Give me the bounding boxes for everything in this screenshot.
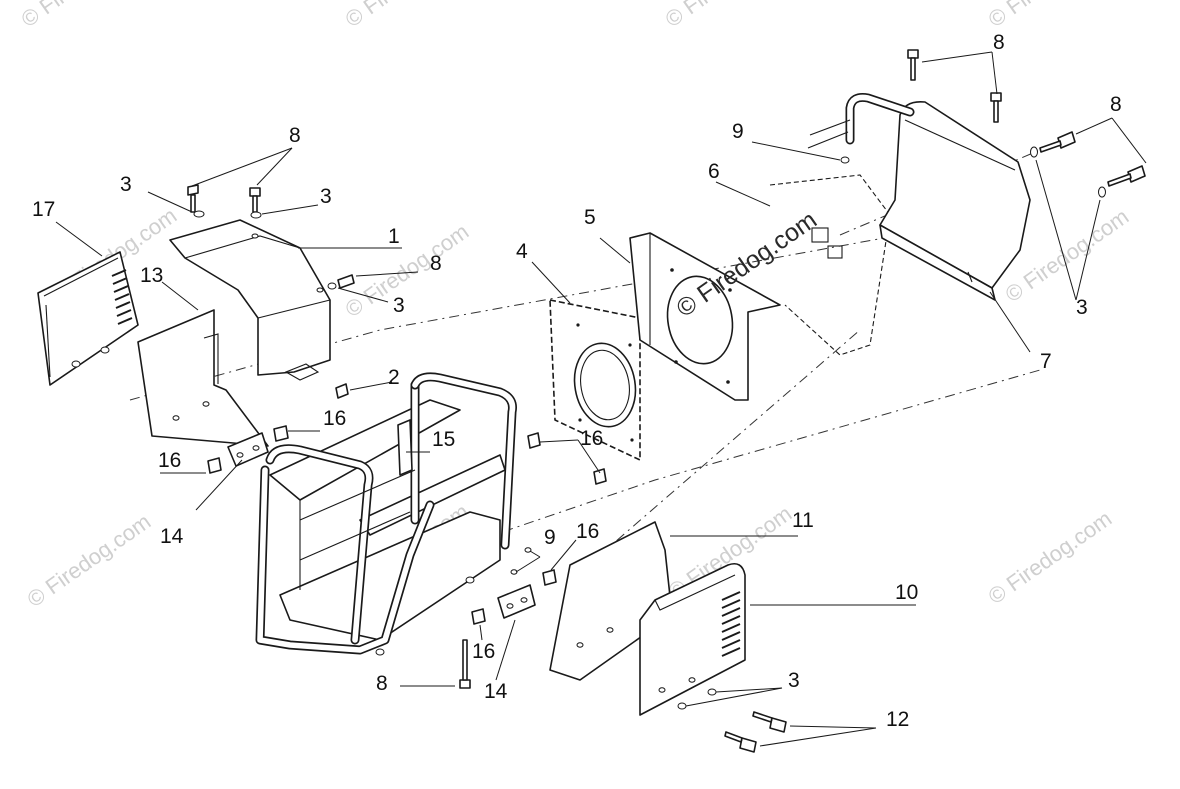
bolt-right-top-2 (990, 92, 1002, 123)
callout-13: 13 (140, 264, 163, 287)
callout-2: 2 (388, 366, 400, 389)
callout-9-right: 9 (732, 120, 744, 143)
watermark-top-2: © Firedog.com (341, 0, 474, 32)
callout-14-left: 14 (160, 525, 184, 548)
bolt-top-left (187, 184, 199, 213)
end-cover-right (879, 100, 1031, 301)
callout-8-right-top: 8 (993, 31, 1005, 54)
callout-6: 6 (708, 160, 720, 183)
callout-8-right-side: 8 (1110, 93, 1122, 116)
callout-16-left: 16 (158, 449, 181, 472)
callout-3-front: 3 (788, 669, 800, 692)
callout-14-front: 14 (484, 680, 508, 703)
bolt-right-side-1 (1039, 131, 1076, 153)
callout-3-top-right: 3 (320, 185, 332, 208)
callout-8-cover: 8 (430, 252, 442, 275)
end-panel-left (37, 251, 139, 386)
callout-8-top-left: 8 (289, 124, 301, 147)
spring-clips (207, 425, 607, 625)
callout-8-bottom: 8 (376, 672, 388, 695)
callout-17: 17 (32, 198, 55, 221)
inner-bracket (397, 419, 413, 476)
callout-9-front: 9 (544, 526, 556, 549)
callout-7: 7 (1040, 350, 1052, 373)
callout-5: 5 (584, 206, 596, 229)
callout-16-mid: 16 (580, 427, 603, 450)
callout-4: 4 (516, 240, 528, 263)
callout-3-top-left: 3 (120, 173, 132, 196)
callout-12: 12 (886, 708, 909, 731)
callout-numbers: 1 2 3 3 3 3 3 4 5 6 7 8 8 8 8 8 9 9 10 1… (32, 31, 1122, 731)
callout-15: 15 (432, 428, 455, 451)
callout-3-cover: 3 (393, 294, 405, 317)
engine-plate (549, 299, 641, 461)
watermark-low-1: © Firedog.com (23, 509, 156, 612)
mount-bracket-front (497, 584, 536, 619)
bolt-frame-top (335, 383, 349, 399)
bolt-front-2 (724, 731, 757, 753)
adapter-plate (629, 232, 781, 401)
bolt-cover-side (337, 274, 355, 289)
washers (193, 146, 1106, 710)
watermark-mid-2: © Firedog.com (341, 219, 474, 322)
callout-1: 1 (388, 225, 400, 248)
gasket-left (137, 309, 269, 447)
callout-11: 11 (792, 509, 814, 532)
watermark-top-4: © Firedog.com (984, 0, 1117, 32)
bolts (187, 49, 1146, 753)
callout-3-right: 3 (1076, 296, 1088, 319)
top-cover (169, 219, 331, 381)
watermark-top-1: © Firedog.com (17, 0, 150, 32)
bolt-right-side-2 (1107, 165, 1146, 187)
callout-16-bottom: 16 (472, 640, 495, 663)
watermark-low-4: © Firedog.com (984, 506, 1117, 609)
callout-16-left-top: 16 (323, 407, 346, 430)
bolt-front-1 (752, 711, 787, 733)
bolt-right-top-1 (907, 49, 919, 81)
callout-10: 10 (895, 581, 918, 604)
carry-handle (807, 93, 915, 149)
bolt-bottom (459, 639, 471, 689)
callout-16-front: 16 (576, 520, 599, 543)
leader-lines (55, 51, 1147, 747)
bolt-top-mid (249, 187, 261, 213)
rear-plate (769, 174, 891, 356)
front-panel (639, 562, 746, 716)
tubular-frame (255, 372, 517, 656)
mount-bracket-left (227, 432, 269, 467)
watermark-top-3: © Firedog.com (661, 0, 794, 32)
